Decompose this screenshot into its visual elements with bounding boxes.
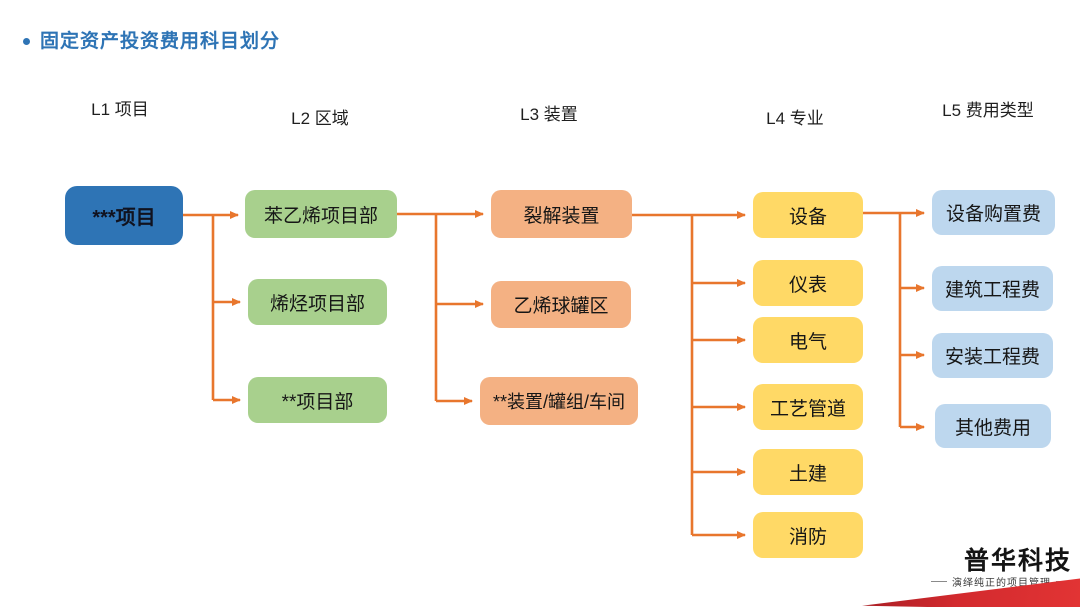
tagline-left-dash xyxy=(931,581,947,582)
node-l2-other-dept: **项目部 xyxy=(248,377,387,423)
connector-group-l2-l3 xyxy=(397,210,484,405)
node-l4-equipment: 设备 xyxy=(753,192,863,238)
connector-group-l1-l2 xyxy=(183,211,241,404)
column-header-l4: L4 专业 xyxy=(766,109,824,128)
tagline-text: 演绎纯正的项目管理 xyxy=(952,578,1051,589)
node-l5-other-cost: 其他费用 xyxy=(935,404,1051,448)
node-l2-styrene-dept: 苯乙烯项目部 xyxy=(245,190,397,238)
node-l2-olefin-dept: 烯烃项目部 xyxy=(248,279,387,325)
title-bullet-icon xyxy=(23,38,30,45)
node-l1-project: ***项目 xyxy=(65,186,183,245)
node-l4-civil-works: 土建 xyxy=(753,449,863,495)
node-l5-equipment-purchase-cost: 设备购置费 xyxy=(932,190,1055,235)
connector-group-l3-l4 xyxy=(632,211,746,539)
logo-wordmark: 普华科技 xyxy=(963,547,1072,575)
column-header-l3: L3 装置 xyxy=(520,105,578,124)
connector-group-l4-l5 xyxy=(863,209,925,431)
node-l3-ethylene-tank-area: 乙烯球罐区 xyxy=(491,281,631,328)
node-l4-process-piping: 工艺管道 xyxy=(753,384,863,430)
column-header-l2: L2 区域 xyxy=(291,109,349,128)
column-header-l1: L1 项目 xyxy=(91,100,149,119)
node-l4-electrical: 电气 xyxy=(753,317,863,363)
node-l4-instrument: 仪表 xyxy=(753,260,863,306)
node-l5-installation-works-cost: 安装工程费 xyxy=(932,333,1053,378)
column-header-l5: L5 费用类型 xyxy=(942,101,1034,120)
node-l3-cracking-unit: 裂解装置 xyxy=(491,190,632,238)
page-title: 固定资产投资费用科目划分 xyxy=(40,31,281,52)
node-l3-other-unit: **装置/罐组/车间 xyxy=(480,377,638,425)
node-l5-building-works-cost: 建筑工程费 xyxy=(932,266,1053,311)
node-l4-fire-protection: 消防 xyxy=(753,512,863,558)
